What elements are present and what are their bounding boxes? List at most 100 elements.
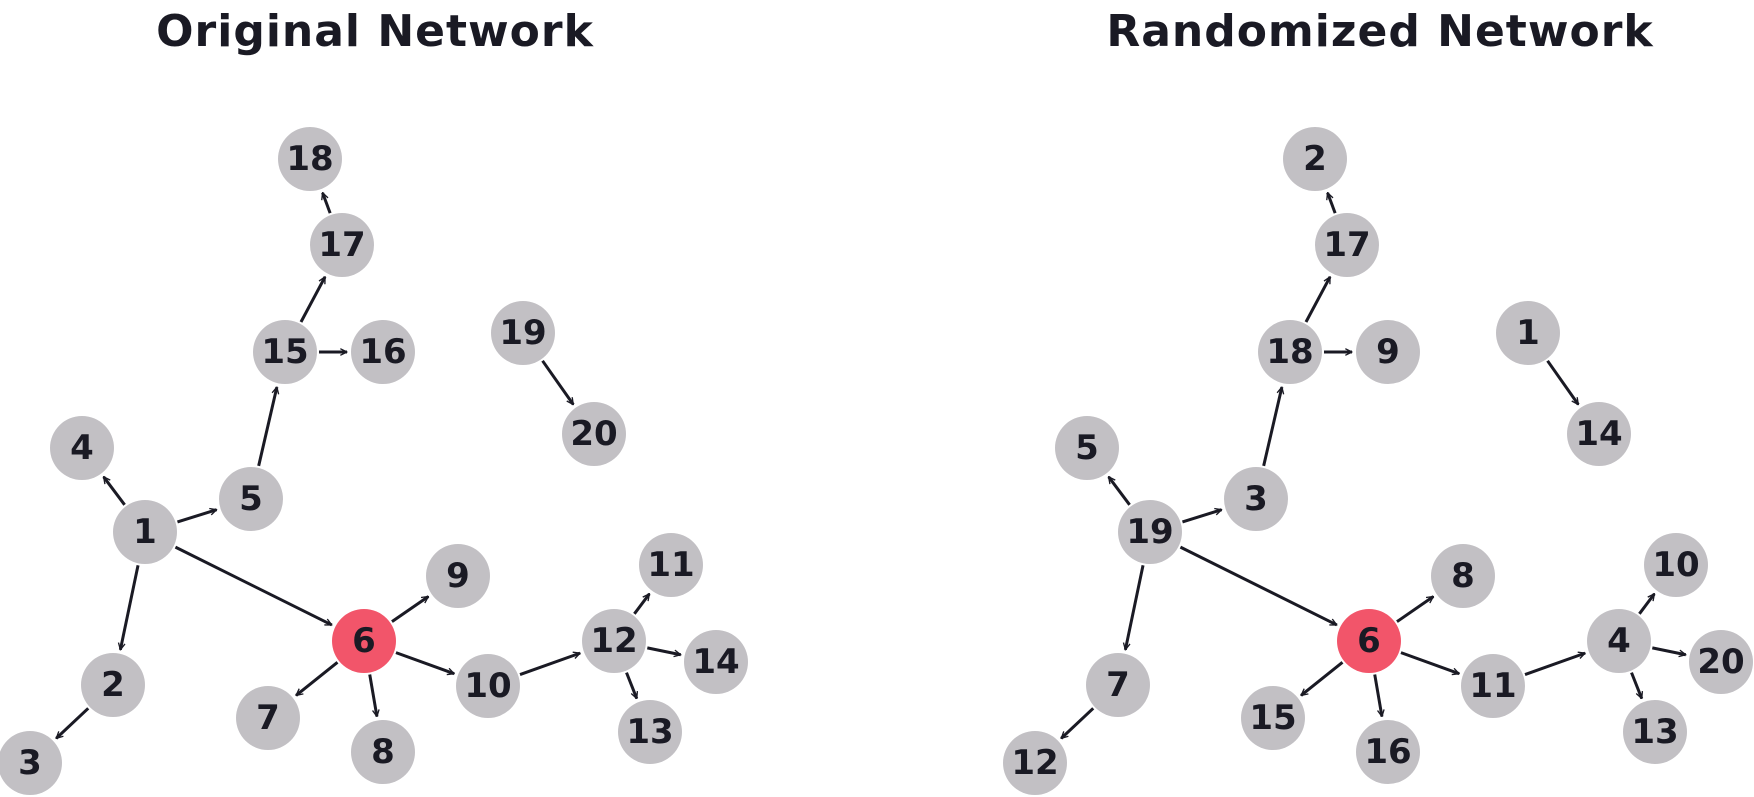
node-circle xyxy=(1644,533,1708,597)
node-label: 10 xyxy=(1652,545,1699,585)
node-label: 1 xyxy=(1516,313,1540,353)
node-2: 2 xyxy=(1283,127,1347,191)
panel-title-randomized: Randomized Network xyxy=(1106,6,1654,57)
node-label: 18 xyxy=(286,139,333,179)
node-circle xyxy=(1283,127,1347,191)
edge-6-to-10 xyxy=(395,651,454,674)
node-label: 13 xyxy=(1631,712,1678,752)
node-circle xyxy=(1356,720,1420,784)
node-4: 4 xyxy=(50,416,114,480)
node-label: 13 xyxy=(626,712,673,752)
node-5: 5 xyxy=(1055,416,1119,480)
node-12: 12 xyxy=(582,609,646,673)
node-circle xyxy=(351,720,415,784)
node-circle xyxy=(1055,416,1119,480)
node-circle xyxy=(50,416,114,480)
node-label: 17 xyxy=(318,225,365,265)
node-circle xyxy=(1241,686,1305,750)
node-circle-highlighted xyxy=(1337,609,1401,673)
edge-6-to-8 xyxy=(1396,595,1433,623)
node-label: 16 xyxy=(359,332,406,372)
node-circle xyxy=(1258,320,1322,384)
node-label: 20 xyxy=(570,414,617,454)
node-label: 12 xyxy=(1011,743,1058,783)
node-circle xyxy=(113,500,177,564)
node-17: 17 xyxy=(1315,213,1379,277)
edge-4-to-13 xyxy=(1630,672,1644,699)
node-label: 6 xyxy=(1357,621,1381,661)
edge-7-to-12 xyxy=(1061,707,1095,740)
node-circle xyxy=(1689,630,1753,694)
node-19: 19 xyxy=(1118,500,1182,564)
node-14: 14 xyxy=(1567,402,1631,466)
node-circle xyxy=(236,686,300,750)
node-circle xyxy=(81,653,145,717)
edge-19-to-3 xyxy=(1182,510,1221,524)
edge-1-to-5 xyxy=(177,510,216,524)
node-6: 6 xyxy=(332,609,396,673)
node-label: 8 xyxy=(371,732,395,772)
node-circle xyxy=(1431,544,1495,608)
node-circle xyxy=(491,301,555,365)
node-circle xyxy=(562,402,626,466)
node-7: 7 xyxy=(236,686,300,750)
node-10: 10 xyxy=(1644,533,1708,597)
node-11: 11 xyxy=(1461,654,1525,718)
node-label: 1 xyxy=(133,512,157,552)
node-13: 13 xyxy=(618,700,682,764)
node-13: 13 xyxy=(1623,700,1687,764)
node-16: 16 xyxy=(1356,720,1420,784)
edge-19-to-20 xyxy=(541,359,575,405)
edge-6-to-9 xyxy=(391,595,428,623)
node-circle xyxy=(0,731,62,795)
node-8: 8 xyxy=(351,720,415,784)
node-19: 19 xyxy=(491,301,555,365)
edge-4-to-20 xyxy=(1651,646,1685,655)
edge-6-to-16 xyxy=(1373,674,1382,717)
node-circle xyxy=(1118,500,1182,564)
node-label: 17 xyxy=(1323,225,1370,265)
edge-4-to-10 xyxy=(1638,594,1656,615)
node-8: 8 xyxy=(1431,544,1495,608)
edge-6-to-7 xyxy=(296,661,339,697)
node-circle xyxy=(582,609,646,673)
edges-original xyxy=(56,193,681,740)
node-label: 18 xyxy=(1266,332,1313,372)
node-label: 11 xyxy=(647,545,694,585)
node-4: 4 xyxy=(1587,609,1651,673)
edge-18-to-17 xyxy=(1304,277,1332,323)
node-1: 1 xyxy=(1496,301,1560,365)
node-circle xyxy=(618,700,682,764)
node-label: 15 xyxy=(1249,698,1296,738)
node-17: 17 xyxy=(310,213,374,277)
node-15: 15 xyxy=(253,320,317,384)
node-9: 9 xyxy=(426,544,490,608)
node-label: 6 xyxy=(352,621,376,661)
node-label: 3 xyxy=(18,743,42,783)
node-label: 19 xyxy=(1126,512,1173,552)
node-circle xyxy=(1567,402,1631,466)
node-label: 5 xyxy=(239,479,263,519)
edge-2-to-3 xyxy=(56,707,90,740)
edge-6-to-15 xyxy=(1301,661,1344,697)
node-label: 9 xyxy=(1376,332,1400,372)
node-10: 10 xyxy=(456,654,520,718)
node-circle xyxy=(1315,213,1379,277)
node-20: 20 xyxy=(562,402,626,466)
edge-10-to-12 xyxy=(519,653,580,676)
node-circle xyxy=(1356,320,1420,384)
node-label: 7 xyxy=(256,698,280,738)
node-circle xyxy=(253,320,317,384)
edge-12-to-13 xyxy=(625,672,639,699)
node-18: 18 xyxy=(1258,320,1322,384)
node-circle xyxy=(1623,700,1687,764)
node-label: 11 xyxy=(1469,666,1516,706)
node-2: 2 xyxy=(81,653,145,717)
node-circle xyxy=(310,213,374,277)
edge-19-to-5 xyxy=(1107,477,1131,506)
edge-6-to-8 xyxy=(368,674,377,717)
edge-15-to-17 xyxy=(299,277,327,323)
node-label: 12 xyxy=(590,621,637,661)
